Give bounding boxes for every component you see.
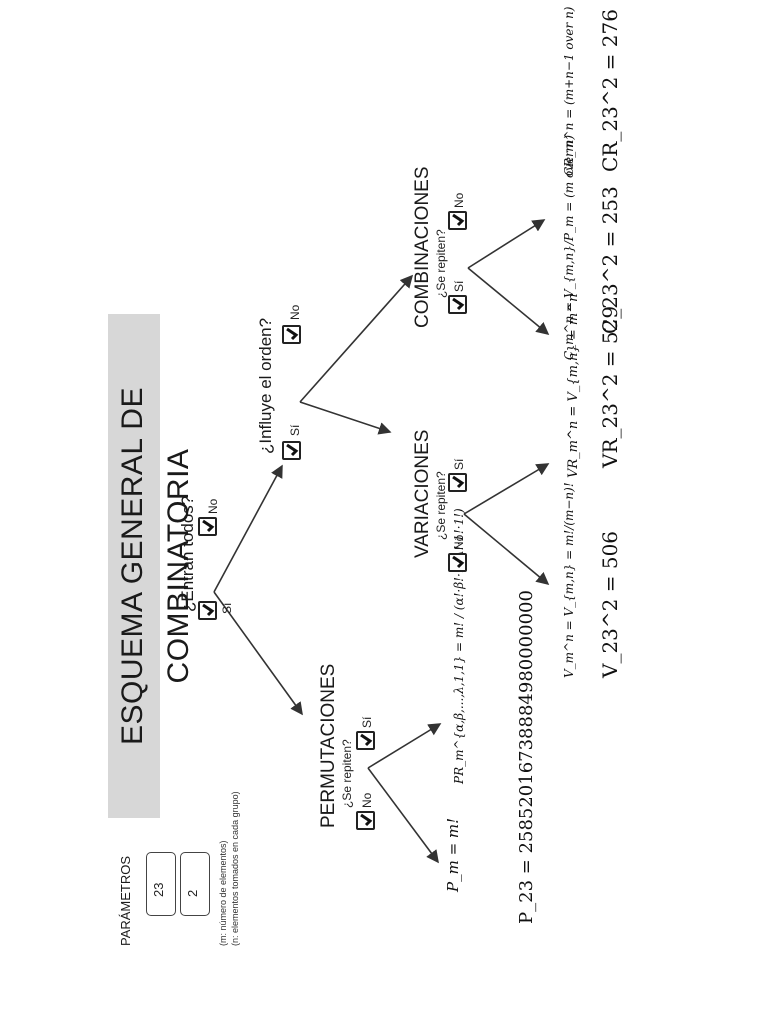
comb-rep-formula: CR_m^n = (m+n−1 over n): [562, 7, 576, 176]
param-n-field[interactable]: 2: [180, 852, 210, 916]
perm-simple-formula: P_m = m!: [444, 818, 462, 892]
variaciones-label: VARIACIONES: [412, 429, 433, 558]
var-simple-result: V_23^2 = 506: [598, 531, 622, 678]
combinaciones-question: ¿Se repiten?: [434, 229, 448, 298]
variaciones-yes-label: Sí: [452, 458, 466, 470]
check-icon: [202, 519, 215, 533]
perm-simple-formula-text: P_m = m!: [444, 817, 462, 892]
param-m-value: 23: [151, 882, 166, 897]
root-yes-label: Sí: [220, 602, 234, 614]
permutaciones-no-label: No: [360, 792, 374, 808]
comb-rep-result-text: CR_23^2 = 276: [598, 9, 622, 172]
combinaciones-no-checkbox[interactable]: [448, 211, 467, 230]
check-icon: [360, 813, 373, 827]
permutaciones-label: PERMUTACIONES: [318, 663, 339, 828]
var-simple-formula-text: V_m^n = V_{m,n} = m!/(m−n)!: [562, 482, 576, 678]
var-simple-result-text: V_23^2 = 506: [598, 530, 622, 678]
check-icon: [452, 555, 465, 569]
variaciones-no-label: No: [452, 534, 466, 550]
variaciones-yes-checkbox[interactable]: [448, 473, 467, 492]
check-icon: [360, 733, 373, 747]
order-no-checkbox[interactable]: [282, 325, 301, 344]
check-icon: [452, 213, 465, 227]
comb-simple-result-text: C_23^2 = 253: [598, 186, 622, 334]
order-question: ¿Influye el orden?: [256, 317, 275, 454]
root-yes-checkbox[interactable]: [198, 601, 217, 620]
param-n-note: (n: elementos tomados en cada grupo): [230, 791, 240, 946]
combinaciones-no-label: No: [452, 192, 466, 208]
check-icon: [286, 327, 299, 341]
comb-simple-result: C_23^2 = 253: [598, 186, 622, 334]
order-yes-checkbox[interactable]: [282, 441, 301, 460]
order-yes-label: Sí: [288, 424, 302, 436]
combinaciones-label: COMBINACIONES: [412, 166, 433, 328]
check-icon: [452, 297, 465, 311]
check-icon: [202, 603, 215, 617]
param-n-value: 2: [185, 889, 200, 897]
permutaciones-no-checkbox[interactable]: [356, 811, 375, 830]
combinaciones-yes-checkbox[interactable]: [448, 295, 467, 314]
root-no-checkbox[interactable]: [198, 517, 217, 536]
permutaciones-question: ¿Se repiten?: [340, 739, 354, 808]
variaciones-no-checkbox[interactable]: [448, 553, 467, 572]
var-simple-formula: V_m^n = V_{m,n} = m!/(m−n)!: [562, 482, 576, 678]
param-m-note: (m: número de elementos): [218, 840, 228, 946]
check-icon: [286, 443, 299, 457]
permutaciones-yes-checkbox[interactable]: [356, 731, 375, 750]
order-no-label: No: [288, 304, 302, 320]
root-no-label: No: [206, 498, 220, 514]
perm-result-text: P_23 = 25852016738884980000000: [516, 590, 537, 924]
params-heading: PARÁMETROS: [118, 855, 133, 946]
comb-rep-formula-text: CR_m^n = (m+n−1 over n): [562, 6, 576, 176]
combinaciones-yes-label: Sí: [452, 280, 466, 292]
root-question: ¿Entran todos?: [178, 495, 197, 612]
check-icon: [452, 475, 465, 489]
permutaciones-yes-label: Sí: [360, 716, 374, 728]
param-m-field[interactable]: 23: [146, 852, 176, 916]
comb-rep-result: CR_23^2 = 276: [598, 9, 622, 172]
variaciones-question: ¿Se repiten?: [434, 471, 448, 540]
perm-result: P_23 = 25852016738884980000000: [516, 590, 537, 924]
